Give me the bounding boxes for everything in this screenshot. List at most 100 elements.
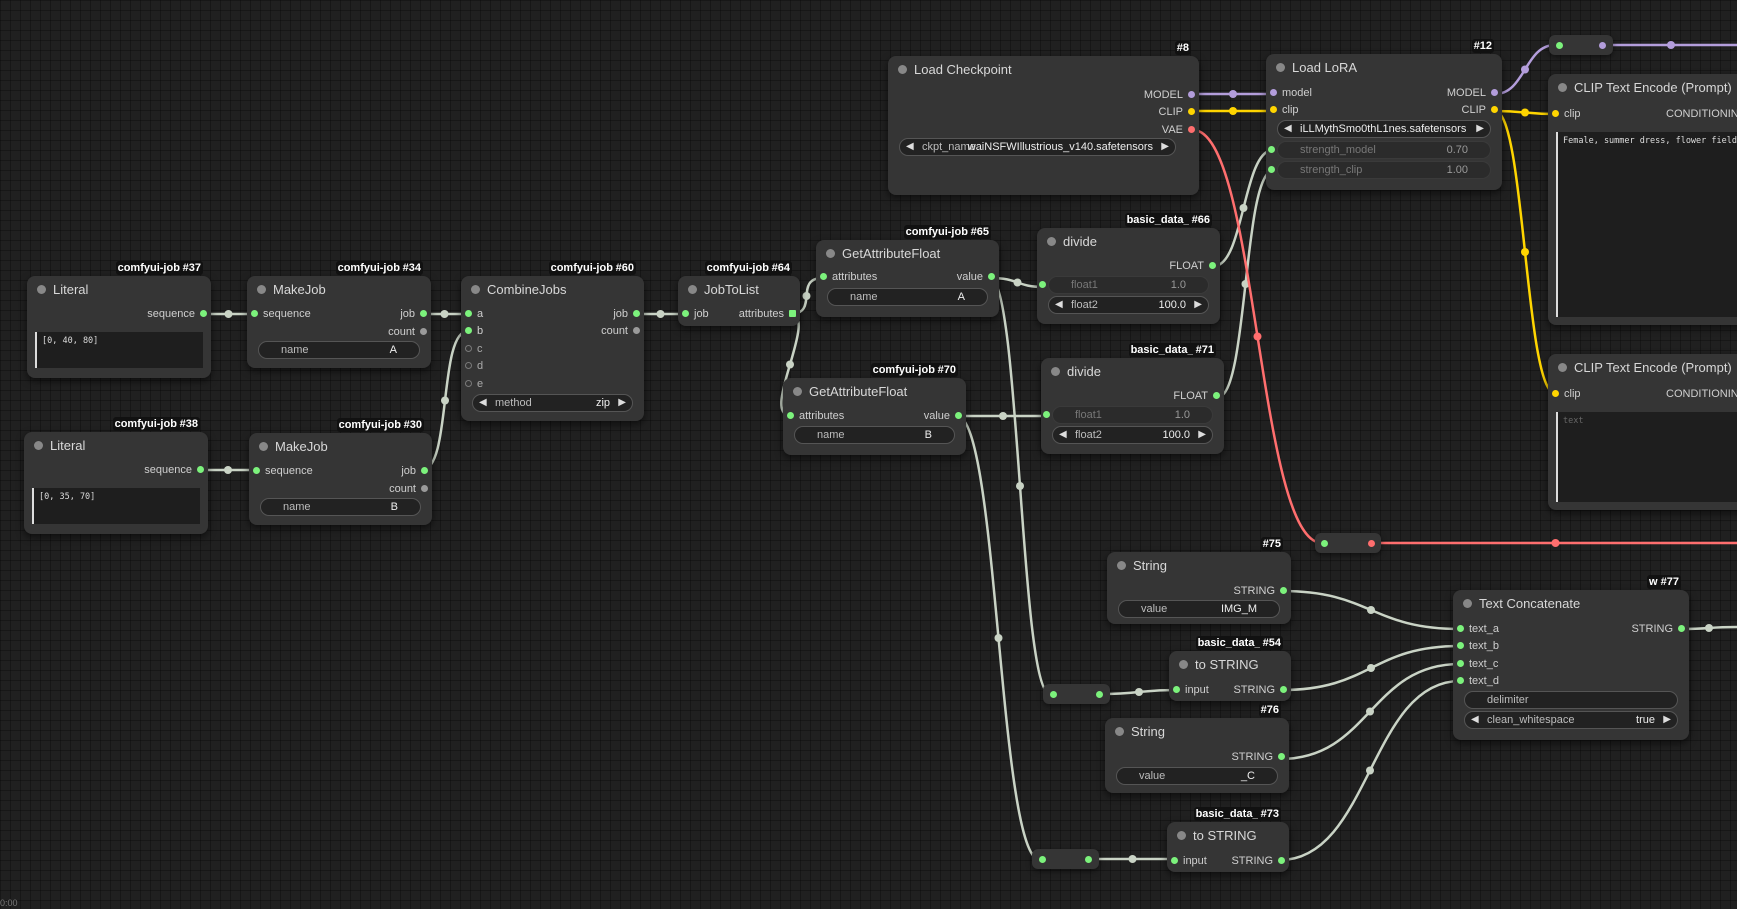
link-midpoint-icon[interactable] <box>1229 107 1237 115</box>
input-slot-icon[interactable] <box>1457 625 1464 632</box>
input-slot-icon[interactable] <box>465 345 472 352</box>
reroute-node[interactable] <box>1549 35 1613 55</box>
link-midpoint-icon[interactable] <box>1135 688 1143 696</box>
arrow-left-icon[interactable]: ◀ <box>1471 714 1479 725</box>
link-wire[interactable] <box>1494 109 1556 395</box>
link-wire[interactable] <box>1494 43 1556 96</box>
reroute-node[interactable] <box>1043 684 1110 704</box>
link-wire[interactable] <box>1213 148 1274 268</box>
input-input[interactable]: input <box>1171 855 1207 867</box>
output-job[interactable]: job <box>401 465 428 477</box>
link-wire[interactable] <box>1101 688 1177 696</box>
arrow-right-icon[interactable]: ▶ <box>618 397 626 408</box>
input-slot-icon[interactable] <box>465 327 472 334</box>
input-slot-icon[interactable] <box>253 467 260 474</box>
input-slot-icon[interactable] <box>1552 110 1559 117</box>
divide-node-71[interactable]: basic_data_han #71 divide FLOAT float11.… <box>1041 343 1224 454</box>
input-attributes[interactable]: attributes <box>787 410 844 422</box>
input-d[interactable]: d <box>465 360 483 372</box>
link-midpoint-icon[interactable] <box>1367 664 1375 672</box>
input-slot-icon[interactable] <box>1457 677 1464 684</box>
link-midpoint-icon[interactable] <box>1128 855 1137 863</box>
link-wire[interactable] <box>1279 679 1461 862</box>
output-clip[interactable]: CLIP <box>1462 104 1498 116</box>
reroute-node[interactable] <box>1032 849 1099 869</box>
output-slot-icon[interactable] <box>1280 587 1287 594</box>
string-node-76[interactable]: #76 String STRING value_C <box>1105 703 1289 793</box>
link-wire[interactable] <box>1494 109 1556 116</box>
prompt-text-field[interactable]: Female, summer dress, flower field <box>1556 132 1737 317</box>
jobtolist-node-64[interactable]: comfyui-job-ite #64 JobToList job attrib… <box>678 261 800 326</box>
output-slot-icon[interactable] <box>988 273 995 280</box>
widget-input-slot-icon[interactable] <box>1268 166 1275 173</box>
input-attributes[interactable]: attributes <box>820 271 877 283</box>
output-slot-icon[interactable] <box>1188 108 1195 115</box>
arrow-left-icon[interactable]: ◀ <box>1059 429 1067 440</box>
arrow-right-icon[interactable]: ▶ <box>1476 123 1484 134</box>
node-header[interactable]: CLIP Text Encode (Prompt) <box>1548 74 1737 100</box>
output-slot-icon[interactable] <box>1209 262 1216 269</box>
output-slot-icon[interactable] <box>1188 91 1195 98</box>
makejob-node-30[interactable]: comfyui-job-ite #30 MakeJob sequence job… <box>249 418 432 525</box>
link-wire[interactable] <box>1680 625 1737 631</box>
output-count[interactable]: count <box>389 483 428 495</box>
link-midpoint-icon[interactable] <box>1366 766 1374 775</box>
output-slot-icon[interactable] <box>421 485 428 492</box>
input-slot-icon[interactable] <box>1270 106 1277 113</box>
arrow-left-icon[interactable]: ◀ <box>1055 299 1063 310</box>
input-slot-icon[interactable] <box>465 380 472 387</box>
output-conditioning[interactable]: CONDITIONING <box>1666 108 1737 120</box>
collapse-dot-icon[interactable] <box>257 285 266 294</box>
arrow-right-icon[interactable]: ▶ <box>1194 299 1202 310</box>
reroute-output-icon[interactable] <box>1096 690 1103 698</box>
output-count[interactable]: count <box>601 325 640 337</box>
output-float[interactable]: FLOAT <box>1173 390 1220 402</box>
input-job[interactable]: job <box>682 308 709 320</box>
link-wire[interactable] <box>1279 662 1461 761</box>
node-header[interactable]: CombineJobs <box>461 276 644 302</box>
output-value[interactable]: value <box>957 271 995 283</box>
widget-input-slot-icon[interactable] <box>1268 146 1275 153</box>
collapse-dot-icon[interactable] <box>37 285 46 294</box>
link-midpoint-icon[interactable] <box>802 292 811 300</box>
reroute-input-icon[interactable] <box>1556 41 1563 49</box>
collapse-dot-icon[interactable] <box>1558 83 1567 92</box>
literal-node-37[interactable]: comfyui-job-ite #37 Literal sequence [0,… <box>27 261 211 378</box>
node-header[interactable]: MakeJob <box>247 276 431 302</box>
output-slot-icon[interactable] <box>1280 686 1287 693</box>
input-clip[interactable]: clip <box>1552 388 1581 400</box>
node-header[interactable]: divide <box>1041 358 1224 384</box>
output-slot-icon[interactable] <box>1213 392 1220 399</box>
collapse-dot-icon[interactable] <box>1463 599 1472 608</box>
collapse-dot-icon[interactable] <box>1117 561 1126 570</box>
collapse-dot-icon[interactable] <box>826 249 835 258</box>
collapse-dot-icon[interactable] <box>1115 727 1124 736</box>
link-midpoint-icon[interactable] <box>441 396 449 405</box>
output-slot-icon[interactable] <box>1188 126 1195 133</box>
output-model[interactable]: MODEL <box>1447 87 1498 99</box>
reroute-node[interactable] <box>1315 533 1381 553</box>
collapse-dot-icon[interactable] <box>259 442 268 451</box>
output-value[interactable]: value <box>924 410 962 422</box>
output-slot-icon[interactable] <box>1491 89 1498 96</box>
getattributefloat-node-65[interactable]: comfyui-job-ite #65 GetAttributeFloat at… <box>816 225 999 317</box>
input-slot-icon[interactable] <box>820 273 827 280</box>
link-wire[interactable] <box>956 414 1041 862</box>
getattributefloat-node-70[interactable]: comfyui-job-ite #70 GetAttributeFloat at… <box>783 363 966 455</box>
combinejobs-node-60[interactable]: comfyui-job-ite #60 CombineJobs a b c d … <box>461 261 644 421</box>
link-midpoint-icon[interactable] <box>1521 108 1529 117</box>
output-slot-icon[interactable] <box>420 328 427 335</box>
output-conditioning[interactable]: CONDITIONING <box>1666 388 1737 400</box>
input-slot-icon[interactable] <box>1552 390 1559 397</box>
node-header[interactable]: String <box>1105 718 1289 744</box>
delimiter-widget[interactable]: delimiter <box>1464 691 1678 709</box>
link-midpoint-icon[interactable] <box>1016 482 1024 490</box>
output-slot-icon[interactable] <box>633 327 640 334</box>
output-slot-icon[interactable] <box>1278 753 1285 760</box>
